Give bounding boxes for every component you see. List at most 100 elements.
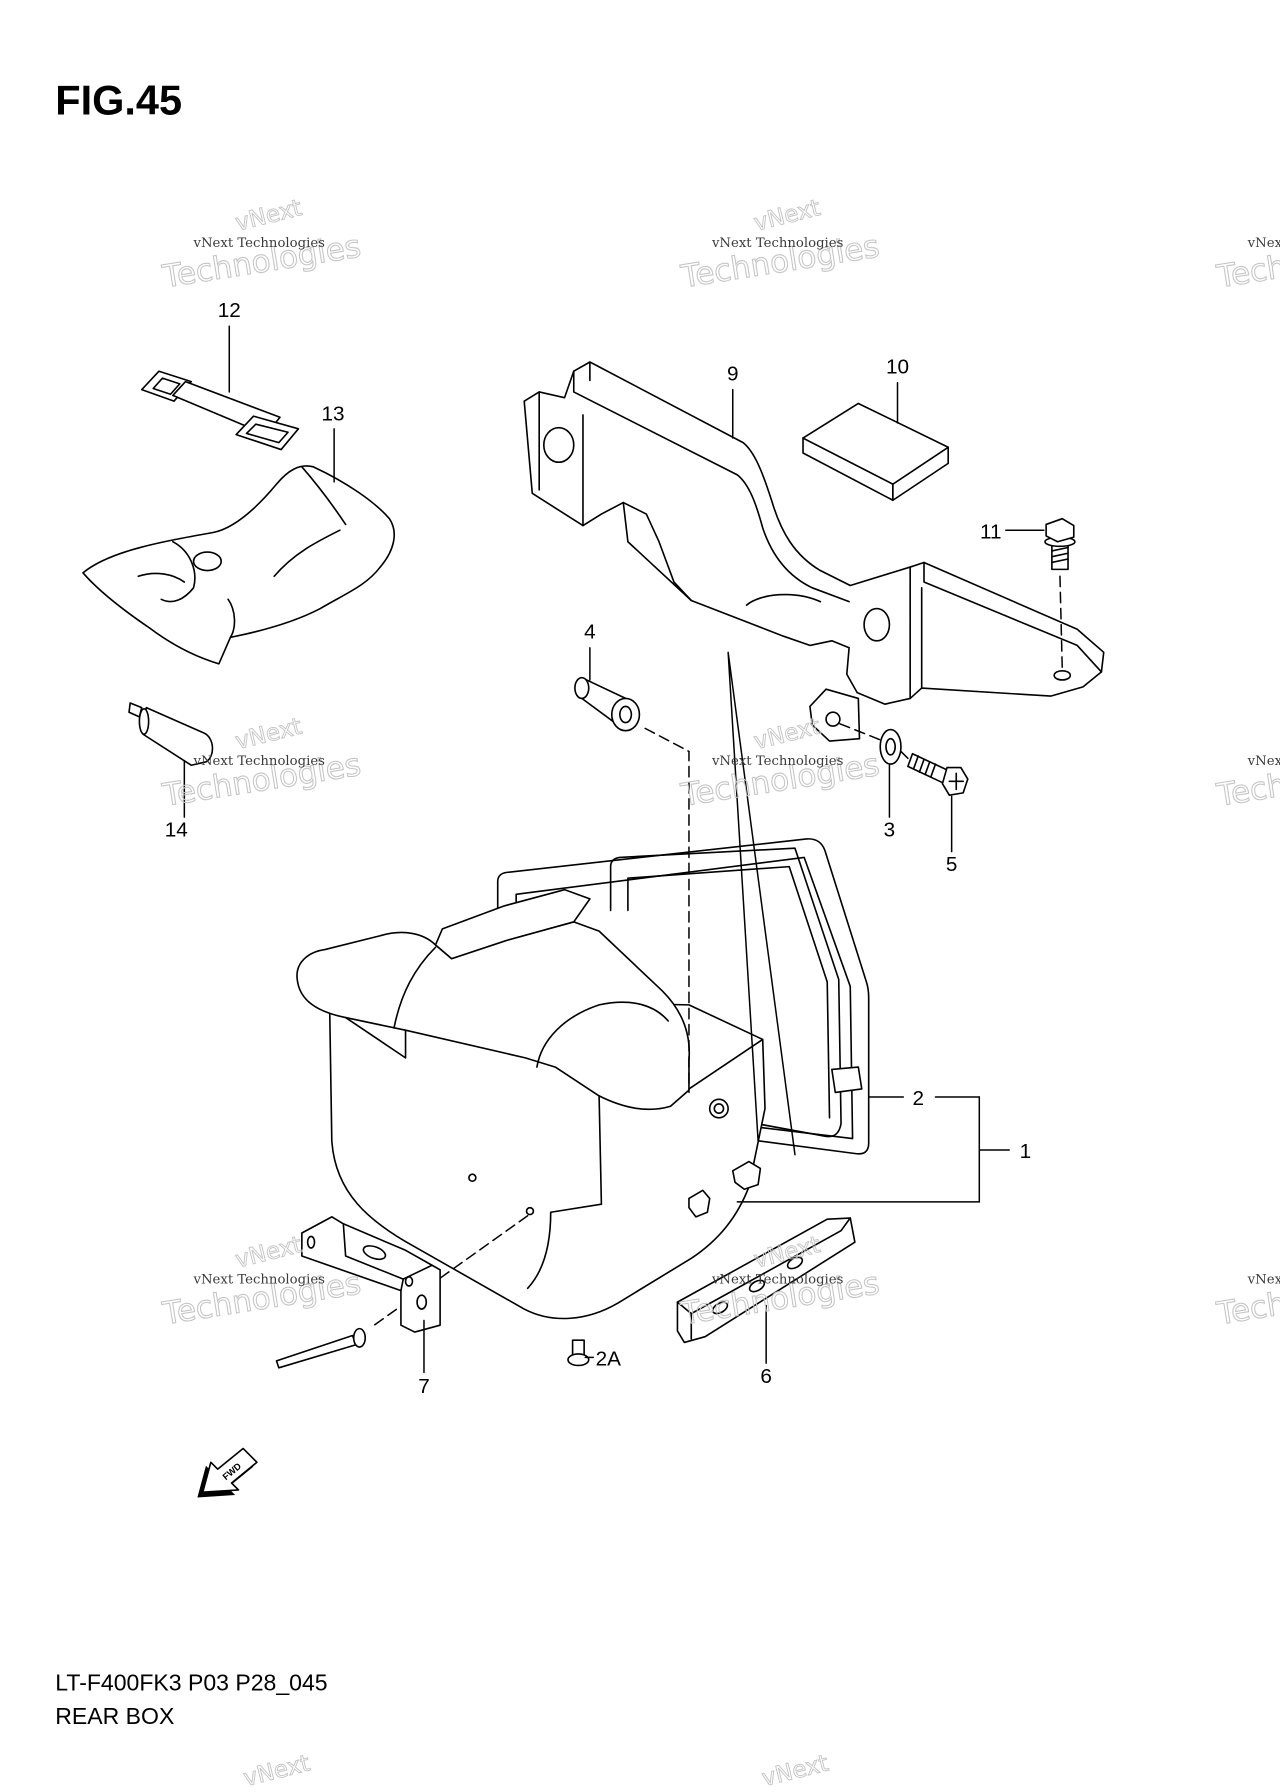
watermark-brand: vNext [233,1232,305,1274]
callout-9: 9 [727,362,739,385]
assembly-line [727,651,796,1156]
leader-1-bracket [736,1096,1011,1203]
cover-fold-lines [137,466,347,639]
watermark-caption: vNext Technologies [711,236,844,251]
bracket-outline [523,361,1105,705]
washer-hole [885,737,896,756]
box-hole [525,1206,535,1216]
part-9-illustration [523,361,1105,742]
callouts: 12 13 9 10 11 4 14 3 5 2 1 7 2A 6 [165,299,1031,1398]
watermark-caption: vNext Technologies [192,236,325,251]
gasket-end [831,1066,863,1094]
rivet-head [567,1353,590,1367]
gasket-outer [496,838,870,1155]
callout-5: 5 [946,853,958,876]
mounting-hole [863,607,891,642]
figure-name: REAR BOX [55,1703,174,1729]
watermark-brand: vNext [233,714,305,756]
part-12-illustration [140,370,300,451]
callout-2a: 2A [596,1347,622,1370]
watermark-caption: vNext Technologies [1247,1273,1280,1288]
box-latch [688,1189,711,1218]
box-latch [731,1160,762,1191]
box-lid-contours [393,946,670,1068]
assembly-line [370,1214,529,1329]
watermark-brand: vNext [751,714,823,756]
plate-fold [342,1222,433,1292]
watermark-brand: vNext [233,195,305,237]
collar-hole [619,705,633,724]
plate-hole [404,1275,414,1287]
callout-11: 11 [980,520,1002,543]
box-side-edge [688,1038,764,1090]
mounting-hole [1053,669,1072,681]
callout-10: 10 [886,356,909,379]
part-7-illustration [275,1216,441,1369]
box-mounting-hole-inner [713,1103,725,1114]
pin-shaft [275,1334,357,1369]
pad-top [802,402,949,485]
cross-recess [948,772,964,791]
part-6-illustration [676,1217,856,1344]
watermark-brand: vNext [759,1750,831,1792]
figure-title: FIG.45 [55,76,182,123]
bar-slot [748,1279,766,1293]
part-5-illustration [907,752,969,796]
leader-lines [183,325,1045,1374]
figure-code: LT-F400FK3 P03 P28_045 [55,1669,327,1695]
part-2a-illustration [567,1339,590,1367]
bar-slot [711,1301,729,1315]
rim-frame-outer [609,847,842,1138]
assembly-line [839,723,909,760]
watermark-brand: vNext [751,195,823,237]
bolt-thread [912,755,937,778]
watermark-caption: vNext Technologies [711,1273,844,1288]
part-1-illustration [296,888,766,1320]
callout-12: 12 [218,299,241,322]
watermark-caption: vNext Technologies [711,754,844,769]
part-4-illustration [574,676,641,732]
collar-back [574,676,590,700]
strap-loop-left-inner [152,377,181,396]
callout-14: 14 [165,819,188,842]
assembly-line [644,727,690,1094]
bolt-head [1045,517,1075,543]
fwd-arrow-body [201,1447,258,1494]
part-3-illustration [879,728,902,765]
cover-bump [192,551,223,572]
bar-edge [676,1217,852,1340]
watermark-caption: vNext Technologies [192,1273,325,1288]
plug-body [142,706,214,767]
mounting-hole [542,426,575,464]
rim-frame-inner [627,865,831,1119]
watermark-brand: vNext [241,1750,313,1792]
box-hole [468,1173,477,1182]
watermark-caption: vNext Technologies [1247,236,1280,251]
callout-4: 4 [584,621,596,644]
part-11-illustration [1044,517,1076,571]
callout-1: 1 [1020,1140,1032,1163]
plug-flange [138,707,150,735]
part-14-illustration [128,702,214,767]
watermark-caption: vNext Technologies [192,754,325,769]
cover-outline [82,465,395,665]
box-body-creases [344,1016,603,1290]
callout-7: 7 [418,1375,430,1398]
callout-3: 3 [884,819,896,842]
part-2-illustration [496,838,870,1155]
bracket-underside-curve [745,593,822,606]
part-10-illustration [802,402,949,502]
plate-hole [306,1235,316,1249]
pin-head [352,1327,367,1348]
plate-slot [362,1245,387,1261]
plug-tip [128,702,143,718]
strap-loop-right-inner [245,423,289,444]
